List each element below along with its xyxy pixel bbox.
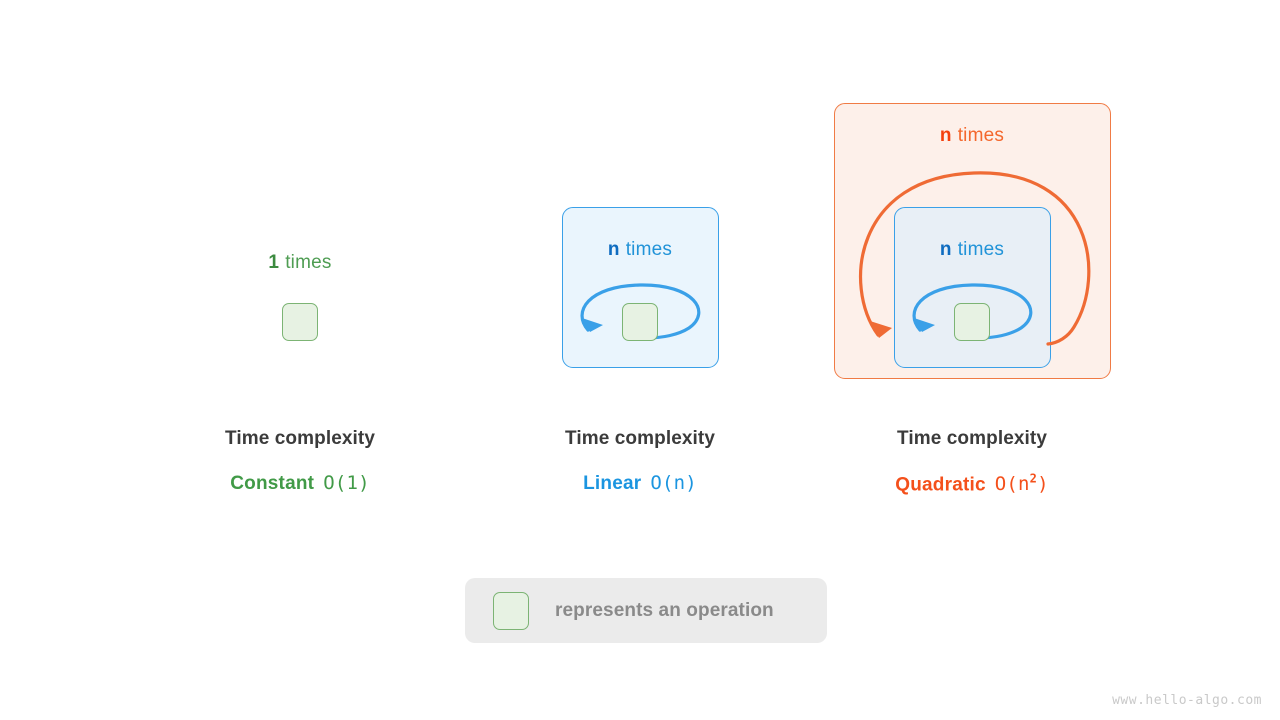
complexity-name: Linear xyxy=(583,473,642,494)
legend-box: represents an operation xyxy=(465,578,827,643)
caption-constant: Time complexity Constant O(1) xyxy=(130,428,470,495)
quadratic-inner-loop-box xyxy=(894,207,1051,368)
operation-square-icon xyxy=(954,303,990,341)
legend-label: represents an operation xyxy=(555,599,774,621)
caption-linear: Time complexity Linear O(n) xyxy=(470,428,810,495)
quadratic-outer-times-count: n xyxy=(939,125,952,146)
caption-quadratic: Time complexity Quadratic O(n2) xyxy=(802,428,1142,496)
complexity-name: Constant xyxy=(230,473,315,494)
caption-complexity: Constant O(1) xyxy=(130,472,470,495)
caption-title: Time complexity xyxy=(224,428,376,449)
complexity-bigo: O(n) xyxy=(650,472,697,494)
complexity-bigo: O(1) xyxy=(323,472,370,494)
complexity-name: Quadratic xyxy=(895,474,986,496)
linear-times-count: n xyxy=(607,239,620,260)
caption-title: Time complexity xyxy=(896,428,1048,449)
caption-complexity: Quadratic O(n2) xyxy=(802,472,1142,496)
linear-times-word: times xyxy=(625,239,673,260)
constant-times-count: 1 xyxy=(268,252,280,273)
quadratic-inner-times-count: n xyxy=(939,239,952,260)
watermark: www.hello-algo.com xyxy=(1112,693,1262,708)
complexity-bigo: O(n2) xyxy=(994,472,1049,496)
bigo-exponent: 2 xyxy=(1029,472,1038,486)
linear-loop-arrow-icon xyxy=(580,283,701,340)
bigo-tail: ) xyxy=(1037,473,1049,496)
operation-square-icon xyxy=(622,303,658,341)
quadratic-outer-times-word: times xyxy=(957,125,1005,146)
bigo-base: O(n xyxy=(994,473,1030,496)
operation-square-icon xyxy=(282,303,318,341)
caption-title: Time complexity xyxy=(564,428,716,449)
quadratic-inner-times-word: times xyxy=(957,239,1005,260)
quadratic-outer-loop-arrow-icon xyxy=(858,171,1091,346)
quadratic-inner-loop-arrow-icon xyxy=(912,283,1033,340)
constant-times-word: times xyxy=(285,252,332,273)
linear-loop-box xyxy=(562,207,719,368)
caption-complexity: Linear O(n) xyxy=(470,472,810,495)
operation-square-icon xyxy=(493,591,529,630)
